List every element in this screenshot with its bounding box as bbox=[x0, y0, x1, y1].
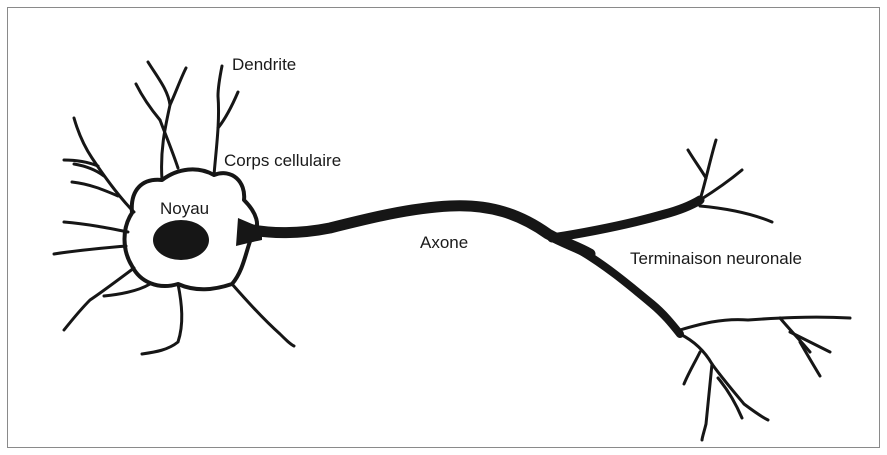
axon bbox=[248, 206, 590, 254]
label-dendrite: Dendrite bbox=[232, 55, 296, 74]
label-terminal: Terminaison neuronale bbox=[630, 249, 802, 268]
label-axon: Axone bbox=[420, 233, 468, 252]
label-nucleus: Noyau bbox=[160, 199, 209, 218]
label-cell-body: Corps cellulaire bbox=[224, 151, 341, 170]
axon-terminals bbox=[552, 140, 850, 440]
nucleus bbox=[153, 220, 209, 260]
